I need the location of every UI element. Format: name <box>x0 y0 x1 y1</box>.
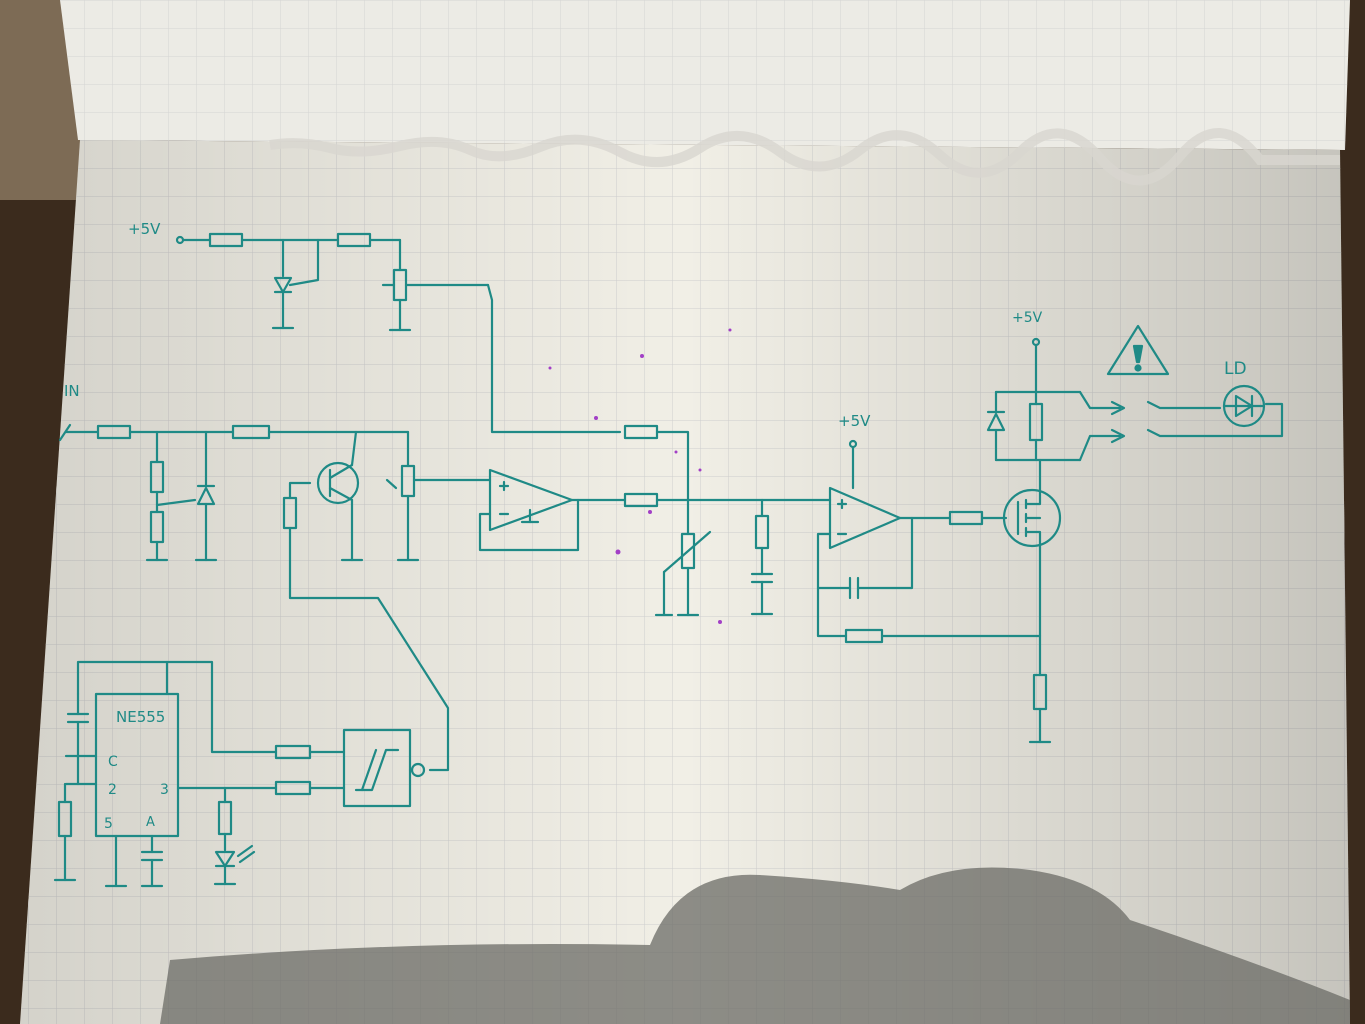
filter-section <box>623 424 832 617</box>
timer-ic-label: NE555 <box>116 708 165 726</box>
zener-diode <box>273 276 293 294</box>
mosfet <box>1002 488 1062 548</box>
input-section <box>58 423 492 772</box>
transistor <box>316 461 360 505</box>
laser-label: LD <box>1224 359 1247 379</box>
input-label: IN <box>64 382 80 400</box>
schematic <box>53 232 1284 888</box>
led <box>214 850 236 868</box>
opamp-2 <box>816 439 1042 644</box>
timer-ic-body <box>94 692 180 838</box>
opamp-1 <box>478 468 627 552</box>
reference-voltage-section <box>175 232 622 434</box>
supply-label-mosfet: +5V <box>1012 310 1043 326</box>
timer-section <box>53 660 426 888</box>
supply-label-top-left: +5V <box>128 220 161 238</box>
opamp-triangle <box>828 486 902 550</box>
laser-diode-icon <box>1222 384 1266 428</box>
pin-label-c: C <box>108 754 118 770</box>
labels: +5V IN +5V +5V LD NE555 C 2 5 A 3 <box>64 220 1247 832</box>
hand-shadow <box>160 867 1350 1024</box>
pin-label-3: 3 <box>160 782 169 798</box>
mosfet-stage <box>986 337 1284 744</box>
pin-label-2: 2 <box>108 782 117 798</box>
perforation-edge <box>269 128 1340 186</box>
stray-ink-dots <box>548 328 732 624</box>
pin-label-5: 5 <box>104 816 113 832</box>
hysteresis-buffer-icon <box>342 728 412 808</box>
supply-label-opamp: +5V <box>838 412 871 430</box>
warning-triangle-icon <box>1106 324 1170 376</box>
pin-label-a: A <box>146 815 155 830</box>
